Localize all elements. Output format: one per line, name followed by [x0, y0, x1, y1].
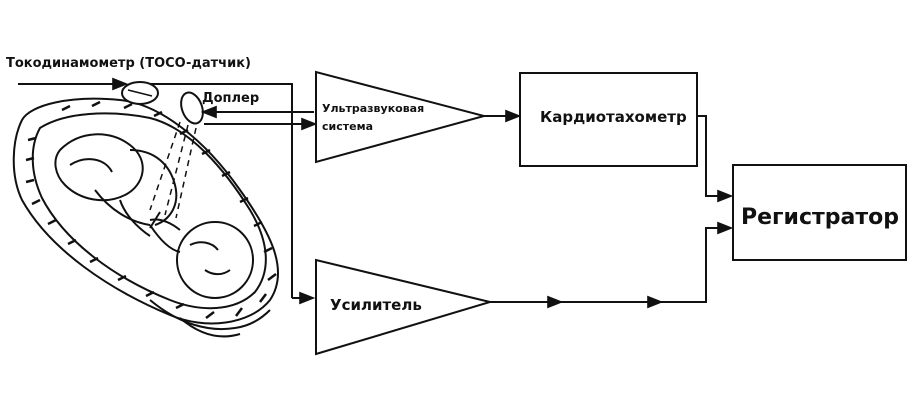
amplifier-label: Усилитель [330, 296, 422, 314]
amplifier-block [315, 258, 494, 356]
recorder-block [732, 164, 907, 261]
recorder-label: Регистратор [741, 205, 899, 230]
doppler-label: Доплер [202, 91, 259, 106]
cardiotachometer-block [519, 72, 698, 167]
ultrasound-system-label-line1: Ультразвуковая [322, 102, 424, 115]
tocodynamometer-label: Токодинамометр (TOCO-датчик) [6, 56, 251, 71]
signal-lines [18, 77, 734, 309]
pregnant-abdomen-fetus-icon [12, 81, 279, 338]
ultrasound-system-label-line2: система [322, 120, 373, 133]
cardiotachometer-label: Кардиотахометр [540, 108, 687, 126]
ultrasound-system-block [315, 70, 488, 164]
